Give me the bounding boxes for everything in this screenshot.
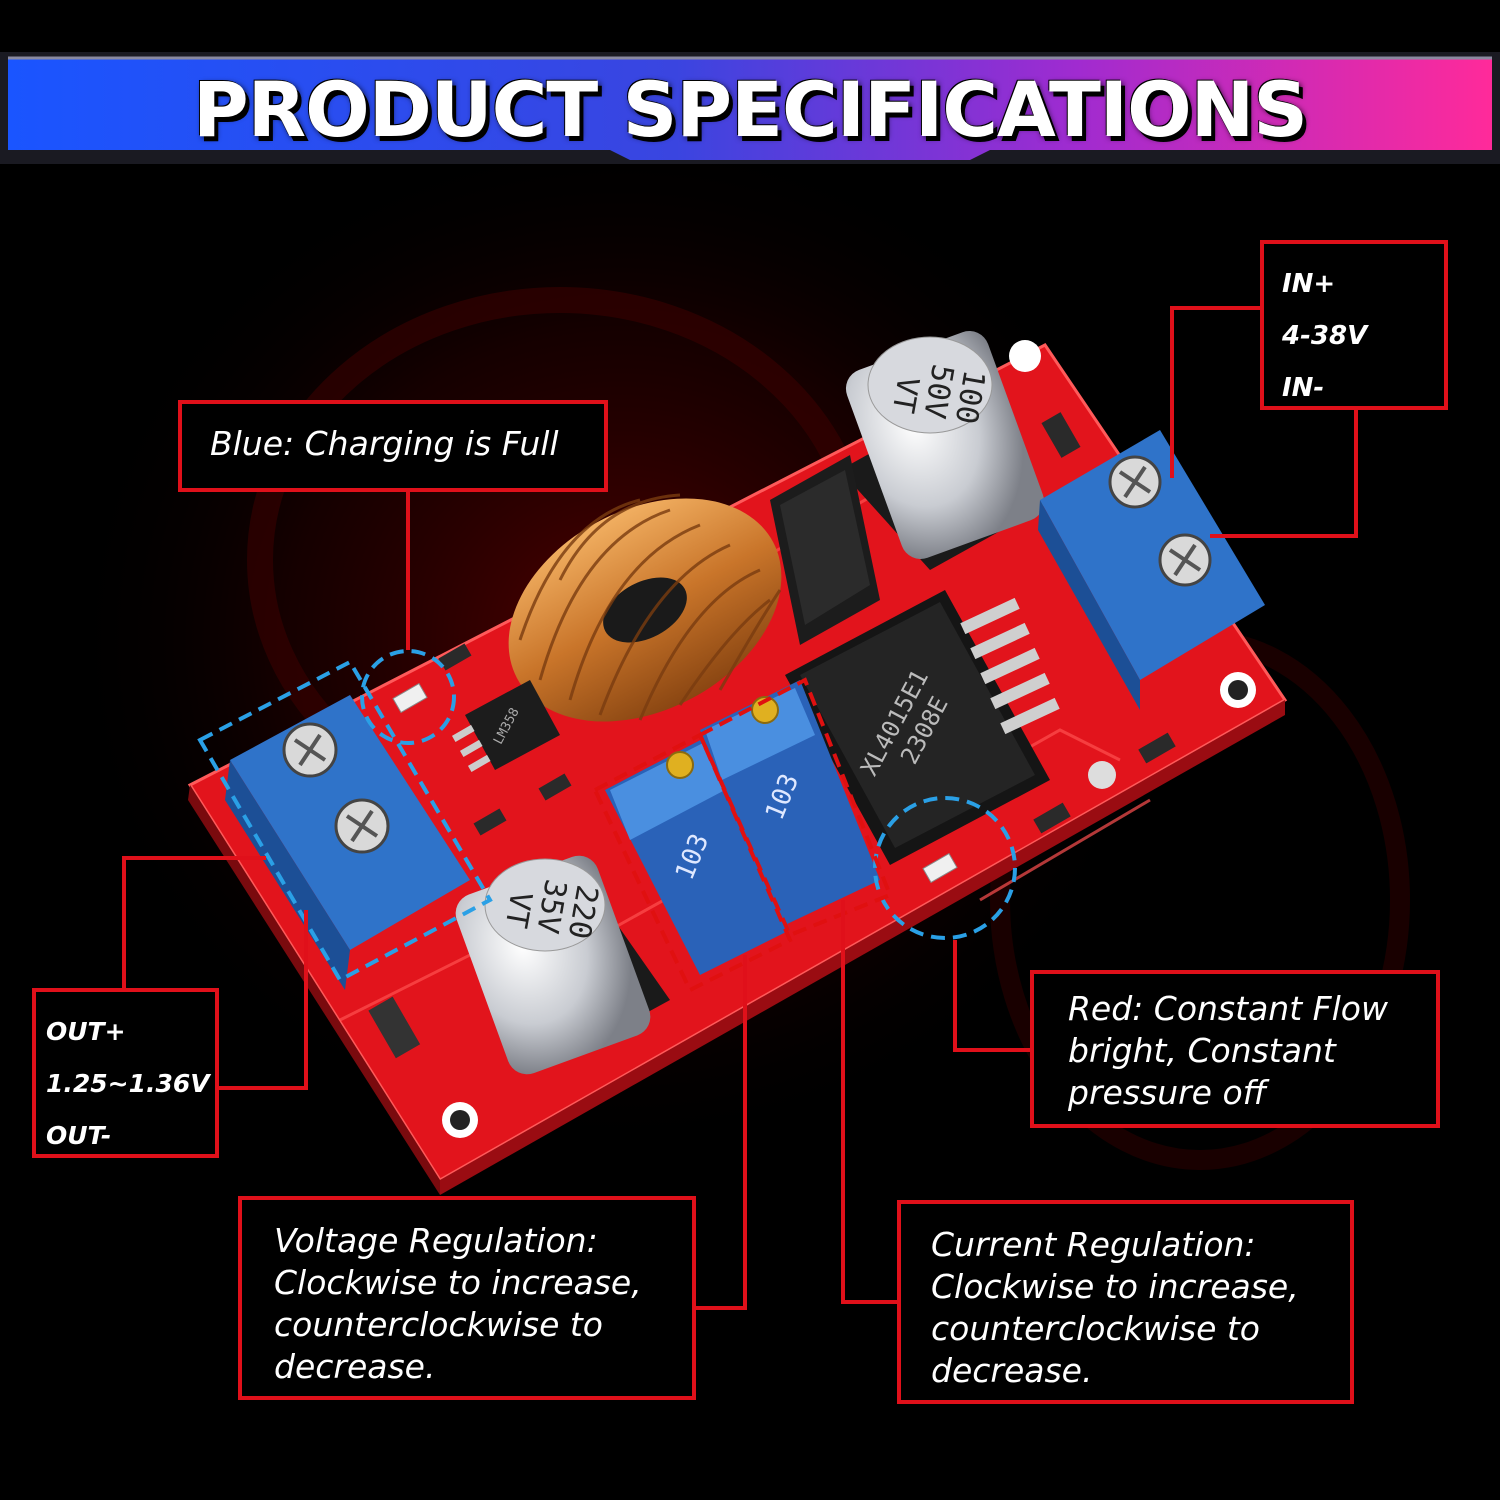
callout-input: IN+ 4-38V IN- <box>1260 240 1448 410</box>
blue-led <box>392 682 428 714</box>
output-terminal-highlight <box>197 659 493 983</box>
input-negative-label: IN- <box>1282 373 1325 403</box>
inductor-coil <box>508 493 782 722</box>
callout-voltage-regulation: Voltage Regulation: Clockwise to increas… <box>238 1196 696 1400</box>
red-led-highlight <box>873 796 1017 940</box>
output-voltage-range: 1.25~1.36V <box>46 1069 210 1098</box>
callout-text-line: Red: Constant Flow <box>1068 989 1388 1028</box>
callout-current-regulation: Current Regulation: Clockwise to increas… <box>897 1200 1354 1404</box>
chip-xl4015: XL4015E1 2308E <box>785 590 1060 865</box>
blue-led-highlight <box>360 649 456 745</box>
header-banner <box>0 52 1500 164</box>
capacitor-220uf: 220 35V VT <box>455 855 670 1075</box>
input-terminal-block <box>1038 430 1265 710</box>
page-title: PRODUCT SPECIFICATIONS <box>192 65 1308 154</box>
callout-text: Blue: Charging is Full <box>210 424 559 463</box>
current-pot-highlight <box>697 677 893 938</box>
callout-output: OUT+ 1.25~1.36V OUT- <box>32 988 219 1158</box>
output-positive-label: OUT+ <box>46 1017 126 1046</box>
callout-text-line: bright, Constant <box>1068 1031 1336 1070</box>
capacitor-100uf: 100 50V VT <box>840 331 1045 570</box>
callout-text-line: decrease. <box>274 1347 436 1386</box>
input-positive-label: IN+ <box>1282 269 1336 299</box>
callout-text-line: Clockwise to increase, <box>931 1267 1299 1306</box>
callout-text-line: pressure off <box>1068 1073 1267 1112</box>
callout-text-line: Voltage Regulation: <box>274 1221 598 1260</box>
chip-lm358: LM358 <box>451 680 560 772</box>
input-voltage-range: 4-38V <box>1282 321 1368 351</box>
svg-text:220 35V VT: 220 35V VT <box>494 871 604 959</box>
callout-text-line: counterclockwise to <box>274 1305 604 1344</box>
voltage-pot-highlight <box>592 732 793 993</box>
output-negative-label: OUT- <box>46 1121 112 1150</box>
output-terminal-block <box>225 695 470 990</box>
callout-blue-led: Blue: Charging is Full <box>178 400 608 492</box>
callout-text-line: counterclockwise to <box>931 1309 1261 1348</box>
callout-leader-lines <box>122 306 1358 1310</box>
callout-text-line: decrease. <box>931 1351 1093 1390</box>
callout-text-line: Clockwise to increase, <box>274 1263 642 1302</box>
potentiometer-voltage: 103 <box>605 735 790 975</box>
red-led <box>922 852 958 884</box>
diode-ss54 <box>770 455 880 645</box>
svg-text:100 50V VT: 100 50V VT <box>881 356 991 444</box>
potentiometer-current: 103 <box>700 680 880 925</box>
callout-text-line: Current Regulation: <box>931 1225 1256 1264</box>
callout-red-led: Red: Constant Flow bright, Constant pres… <box>1030 970 1440 1128</box>
